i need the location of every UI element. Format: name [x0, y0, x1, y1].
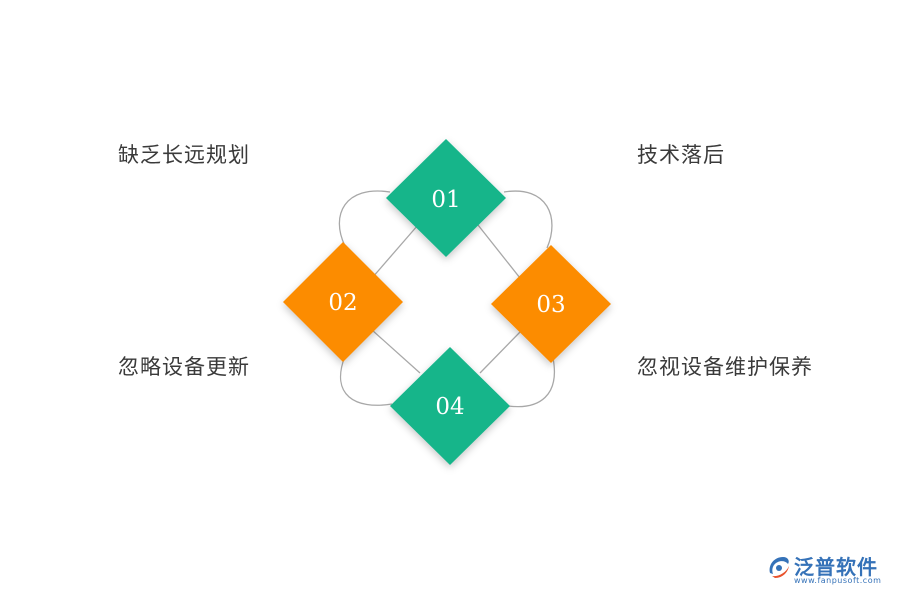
node-02-number: 02 [328, 290, 357, 316]
node-01-number: 01 [431, 187, 460, 213]
brand-logo: 泛普软件 www.fanpusoft.com [766, 551, 892, 591]
node-02: 02 [283, 242, 403, 362]
connector-outer-se [507, 357, 555, 408]
brand-url: www.fanpusoft.com [794, 576, 882, 585]
connector-inner-sw [371, 329, 421, 374]
brand-name: 泛普软件 [794, 555, 878, 579]
connector-inner-ne [477, 224, 521, 279]
node-04-diamond [390, 347, 510, 465]
node-01: 01 [386, 139, 506, 257]
connector-inner-nw [371, 224, 419, 279]
fanpu-logo-icon [769, 557, 789, 578]
connector-inner-se [479, 329, 523, 374]
node-03-number: 03 [536, 292, 565, 318]
label-top-right: 技术落后 [637, 143, 725, 167]
label-bottom-left: 忽略设备更新 [118, 355, 250, 379]
label-top-left: 缺乏长远规划 [118, 143, 250, 167]
node-01-diamond [386, 139, 506, 257]
node-03: 03 [491, 245, 611, 363]
connector-outer-nw [338, 190, 391, 247]
node-02-diamond [283, 242, 403, 362]
node-04: 04 [390, 347, 510, 465]
label-bottom-right: 忽视设备维护保养 [637, 355, 813, 379]
node-04-number: 04 [435, 394, 464, 420]
connector-lines [338, 190, 555, 408]
connector-outer-sw [339, 355, 393, 406]
connector-outer-ne [503, 190, 553, 249]
node-03-diamond [491, 245, 611, 363]
